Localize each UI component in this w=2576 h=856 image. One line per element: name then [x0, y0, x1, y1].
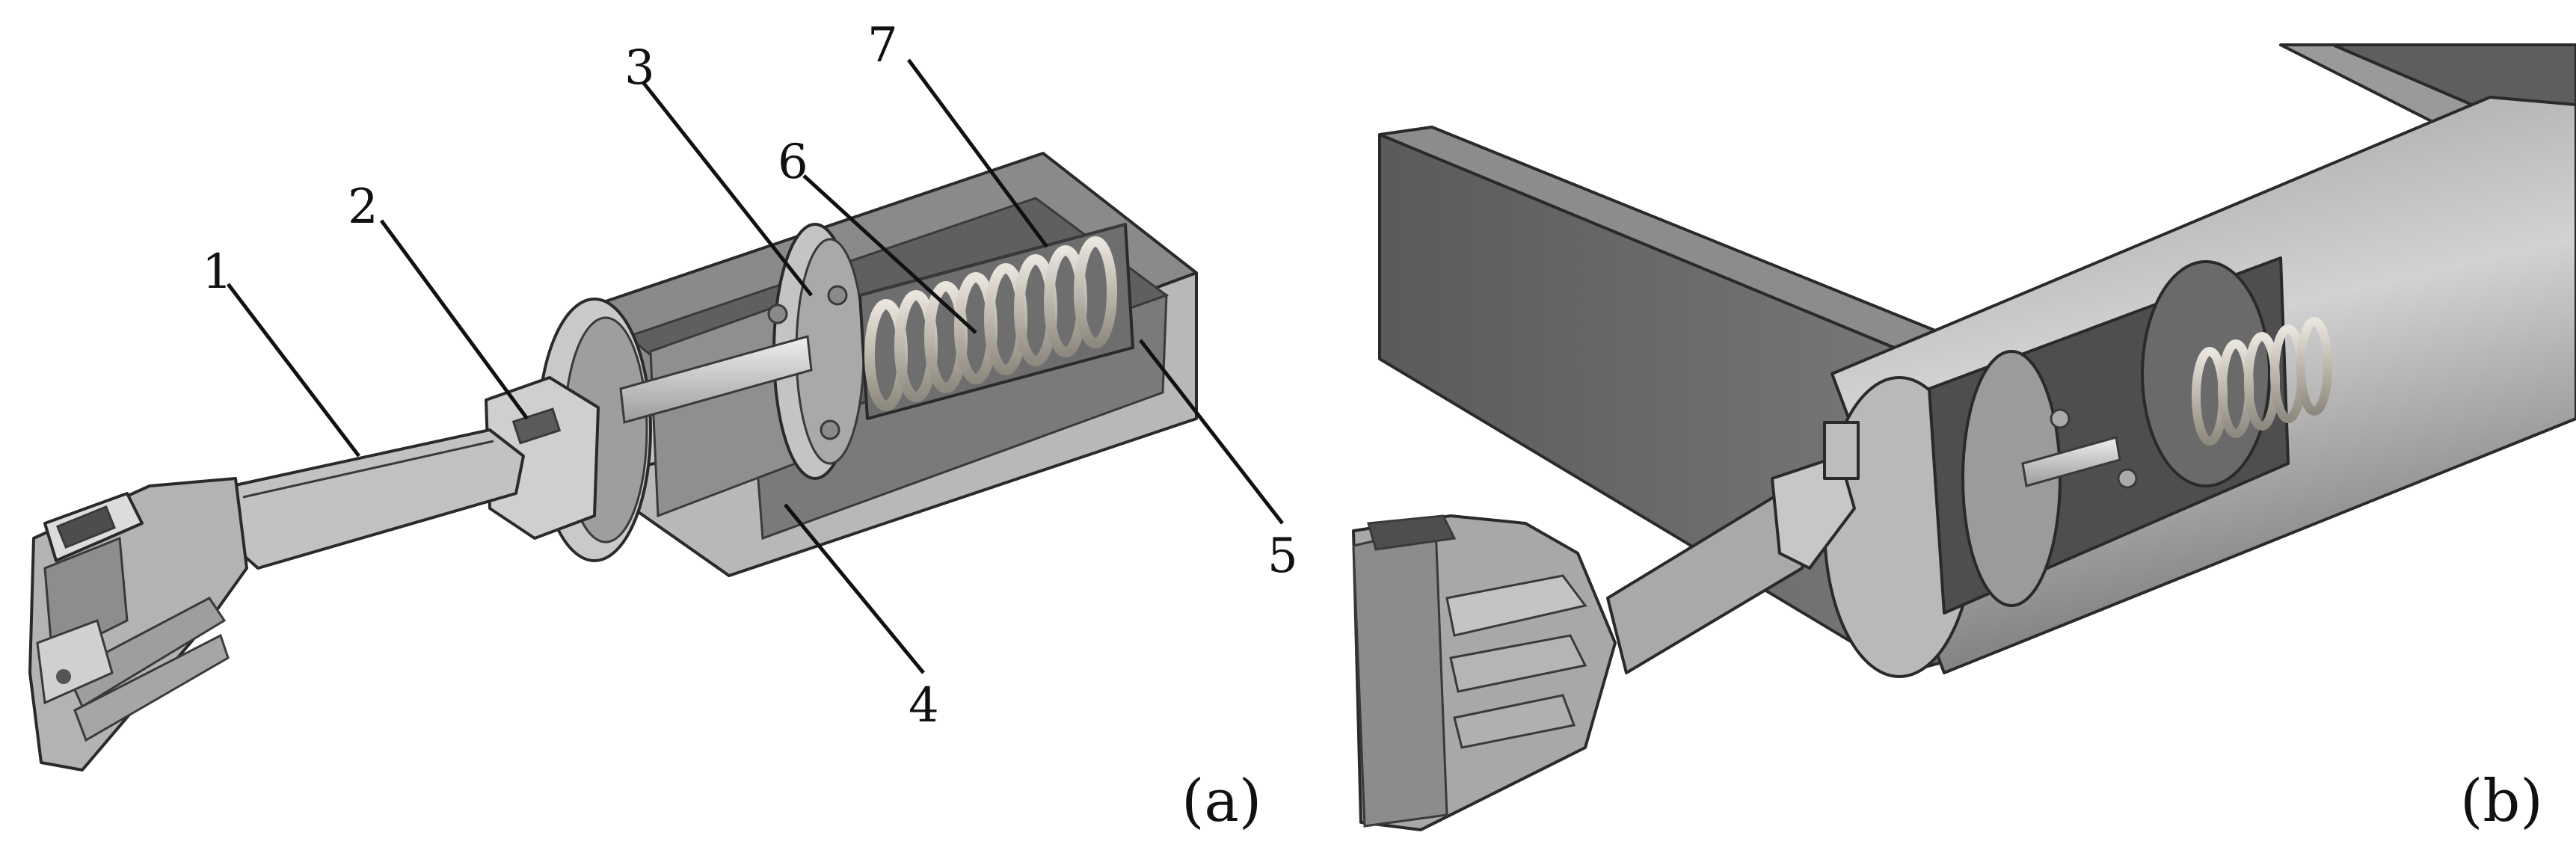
leader-lines-a: [227, 58, 1284, 674]
callout-7: 7: [867, 18, 898, 73]
piston-rod: [619, 335, 813, 424]
spring-coils: [864, 236, 1117, 411]
panel-a: 1 2 3 6 7 5 4 (a): [28, 18, 1298, 835]
panel-label-b: (b): [2460, 768, 2543, 835]
leader-6: [802, 174, 977, 334]
rod-arm: [223, 428, 525, 570]
bulkhead-disc-b: [1961, 350, 2138, 607]
leader-5: [1139, 339, 1284, 525]
leader-2: [379, 219, 529, 420]
callout-4: 4: [909, 678, 939, 733]
leader-1: [227, 283, 360, 458]
callout-labels-a: 1 2 3 6 7 5 4: [202, 18, 1298, 733]
panel-label-a: (a): [1181, 768, 1261, 835]
callout-2: 2: [348, 179, 378, 235]
callout-1: 1: [202, 244, 233, 300]
coupler-head-a: [28, 477, 248, 772]
piston-disc: [767, 223, 865, 480]
connector-block: [485, 376, 600, 540]
callout-5: 5: [1267, 529, 1298, 584]
leader-4: [784, 503, 925, 674]
spring-coils-b: [2192, 317, 2332, 446]
leader-3: [642, 81, 813, 297]
callout-3: 3: [624, 40, 655, 96]
leader-7: [906, 58, 1049, 248]
panel-b: (b): [1352, 43, 2576, 835]
rod-arm-b: [1606, 421, 1860, 674]
coupler-head-b: [1352, 514, 1617, 831]
callout-6: 6: [778, 135, 808, 190]
